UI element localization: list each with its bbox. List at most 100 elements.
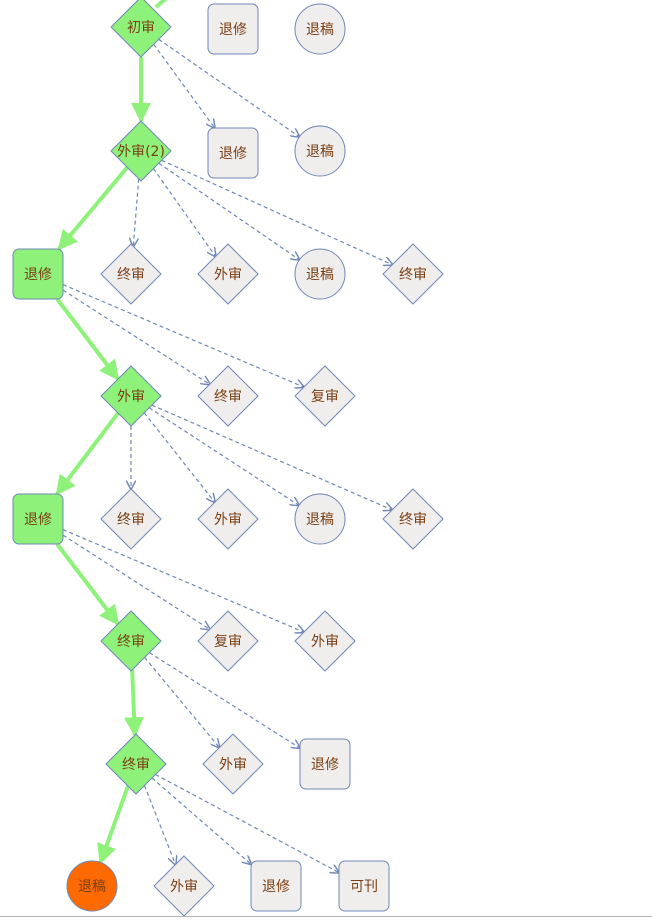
node-diamond-shape: [105, 733, 167, 795]
node-label: 终审: [117, 634, 145, 650]
node-n3b-diamond[interactable]: 外审: [197, 243, 259, 305]
node-n5-roundrect[interactable]: 退修: [12, 493, 64, 545]
node-label: 外审: [117, 389, 145, 405]
node-n8b-roundrect[interactable]: 退修: [250, 860, 302, 912]
edge-n2-to-n3b: [152, 168, 215, 257]
node-n2b-circle[interactable]: 退稿: [294, 125, 346, 177]
node-label: 外审: [219, 757, 247, 773]
edge-n7-to-n8a: [143, 785, 176, 865]
node-rect-shape: [12, 493, 64, 545]
node-label: 退修: [219, 146, 247, 162]
node-rect-shape: [250, 860, 302, 912]
node-label: 退修: [311, 757, 339, 773]
node-label: 初审: [127, 19, 155, 36]
edge-n5-to-n6b: [62, 529, 304, 633]
node-n2a-roundrect[interactable]: 退修: [207, 127, 259, 179]
node-n4a-diamond[interactable]: 终审: [197, 365, 259, 427]
node-label: 退修: [262, 879, 290, 895]
node-label: 退修: [24, 512, 52, 528]
node-n1a-roundrect[interactable]: 退修: [207, 3, 259, 55]
node-n6b-diamond[interactable]: 外审: [294, 610, 356, 672]
node-n3-roundrect[interactable]: 退修: [12, 248, 64, 300]
node-diamond-shape: [197, 488, 259, 550]
node-n5a-diamond[interactable]: 终审: [100, 488, 162, 550]
node-diamond-shape: [110, 120, 172, 182]
node-diamond-shape: [100, 488, 162, 550]
edge-n2-to-n3: [57, 166, 129, 251]
node-n5c-circle[interactable]: 退稿: [294, 493, 346, 545]
edge-n6-to-n7: [124, 669, 145, 738]
edge-n4-to-n5d: [151, 404, 392, 510]
nodes-layer: 初审退修退稿外审(2)退修退稿退修终审外审退稿终审外审终审复审退修终审外审退稿终…: [12, 0, 444, 917]
node-rect-shape: [12, 248, 64, 300]
edge-n1-to-n2b: [158, 38, 300, 137]
node-n2-diamond[interactable]: 外审(2): [110, 120, 172, 182]
node-n7a-diamond[interactable]: 外审: [202, 733, 264, 795]
node-label: 终审: [117, 512, 145, 528]
node-rect-shape: [299, 738, 351, 790]
node-n5b-diamond[interactable]: 外审: [197, 488, 259, 550]
node-circle-shape: [294, 493, 346, 545]
edge-offscreen-stub: [154, 0, 168, 9]
node-diamond-shape: [100, 243, 162, 305]
edge-n2-to-n3c: [158, 162, 300, 260]
edge-n4-to-n5c: [148, 407, 299, 506]
edge-n3-to-n4a: [62, 289, 210, 384]
node-diamond-shape: [202, 733, 264, 795]
node-label: 终审: [122, 757, 150, 773]
node-diamond-shape: [382, 488, 444, 550]
edge-n5-to-n6a: [62, 534, 210, 629]
node-diamond-shape: [197, 610, 259, 672]
node-label: 退修: [219, 22, 247, 38]
edge-n6-to-n7a: [144, 657, 220, 747]
edge-n3-to-n4: [55, 297, 120, 381]
node-label: 外审: [214, 267, 242, 283]
node-rect-shape: [207, 3, 259, 55]
node-diamond-shape: [197, 243, 259, 305]
node-n3a-diamond[interactable]: 终审: [100, 243, 162, 305]
node-n4-diamond[interactable]: 外审: [100, 365, 162, 427]
node-n3d-diamond[interactable]: 终审: [382, 243, 444, 305]
edge-n4-to-n5b: [143, 412, 215, 502]
node-n8-circle[interactable]: 退稿: [66, 860, 118, 912]
node-label: 退稿: [78, 879, 106, 895]
node-label: 外审: [311, 634, 339, 650]
node-diamond-shape: [294, 365, 356, 427]
edge-n7-to-n8: [97, 785, 130, 865]
node-diamond-shape: [382, 243, 444, 305]
edge-n4-to-n5: [55, 411, 120, 496]
edge-n3-to-n4b: [62, 284, 304, 388]
node-label: 外审: [170, 879, 198, 895]
node-n1-diamond[interactable]: 初审: [110, 0, 172, 58]
node-rect-shape: [207, 127, 259, 179]
node-n5d-diamond[interactable]: 终审: [382, 488, 444, 550]
node-diamond-shape: [294, 610, 356, 672]
edge-n6-to-n7b: [149, 652, 300, 749]
node-circle-shape: [294, 125, 346, 177]
node-rect-shape: [338, 860, 390, 912]
node-label: 终审: [117, 267, 145, 283]
node-n8a-diamond[interactable]: 外审: [153, 855, 215, 917]
node-label: 复审: [311, 388, 339, 405]
node-n6a-diamond[interactable]: 复审: [197, 610, 259, 672]
edge-n5-to-n6: [55, 542, 120, 626]
node-label: 退稿: [306, 22, 334, 38]
node-n7b-roundrect[interactable]: 退修: [299, 738, 351, 790]
edge-n7-to-n8b: [151, 777, 251, 864]
node-diamond-shape: [110, 0, 172, 58]
node-n6-diamond[interactable]: 终审: [100, 610, 162, 672]
node-label: 外审(2): [117, 144, 165, 160]
node-circle-shape: [66, 860, 118, 912]
bottom-divider: [0, 916, 652, 917]
node-label: 退修: [24, 267, 52, 283]
node-n1b-circle[interactable]: 退稿: [294, 3, 346, 55]
node-n3c-circle[interactable]: 退稿: [294, 248, 346, 300]
node-diamond-shape: [197, 365, 259, 427]
node-n7-diamond[interactable]: 终审: [105, 733, 167, 795]
node-n4b-diamond[interactable]: 复审: [294, 365, 356, 427]
edges-layer: [55, 0, 393, 873]
edge-n2-to-n3d: [161, 159, 393, 264]
node-label: 终审: [214, 389, 242, 405]
node-n8c-roundrect[interactable]: 可刊: [338, 860, 390, 912]
